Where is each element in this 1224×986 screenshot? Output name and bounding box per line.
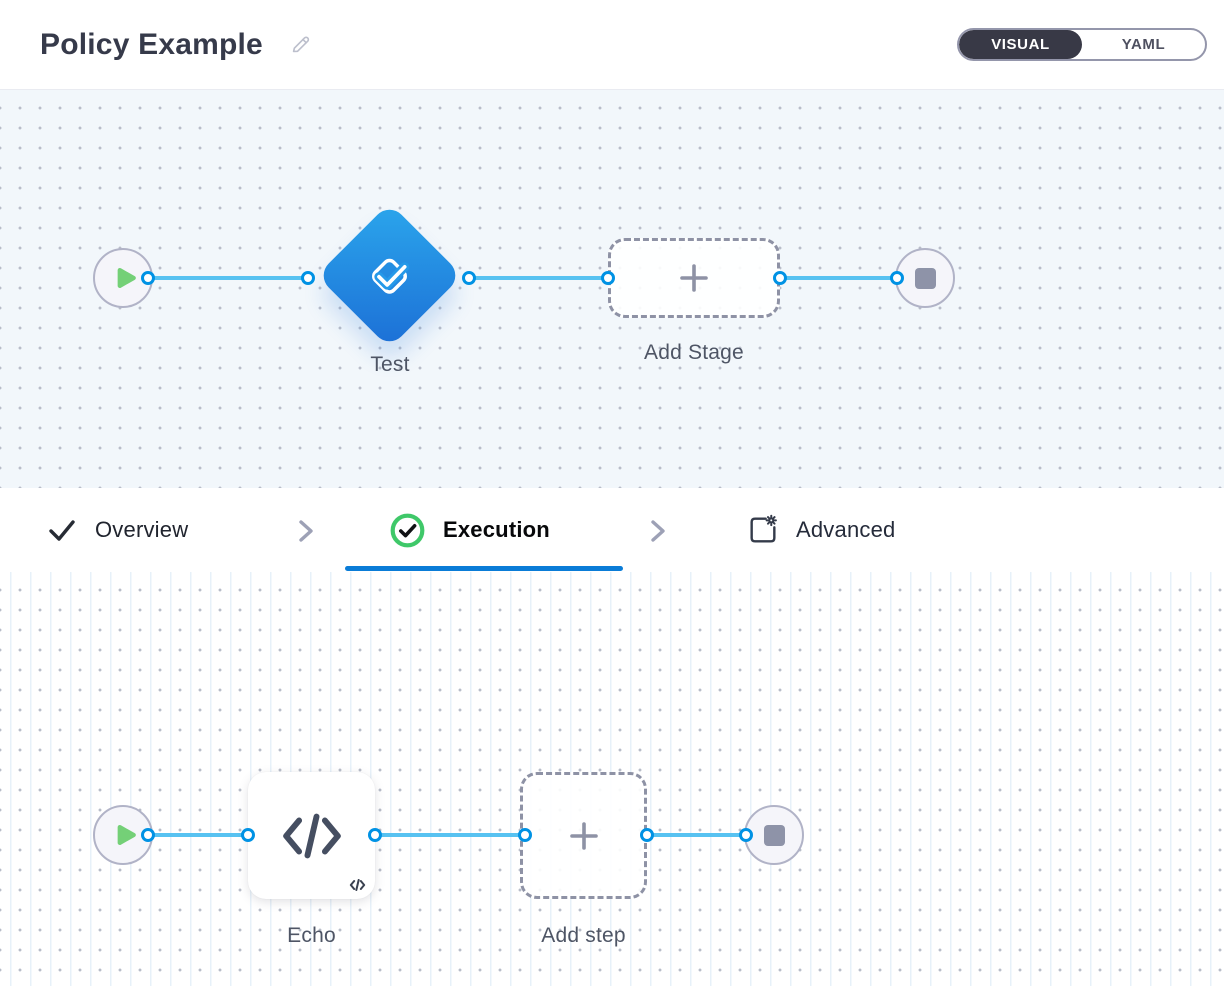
approval-check-icon	[362, 248, 418, 304]
page-gear-icon	[747, 514, 779, 546]
stage-label: Test	[370, 353, 410, 376]
add-stage-label: Add Stage	[644, 341, 744, 364]
plus-icon	[567, 819, 601, 853]
code-badge-icon	[349, 879, 366, 891]
stage-config-tabbar: Overview Execution	[0, 488, 1224, 572]
code-icon	[281, 812, 343, 860]
check-icon	[46, 514, 78, 546]
chevron-right-icon	[645, 517, 671, 545]
flow-line	[148, 276, 308, 280]
stage-canvas[interactable]: Test Add Stage	[0, 90, 1224, 488]
header: Policy Example VISUAL YAML	[0, 0, 1224, 90]
add-step-button[interactable]	[520, 772, 647, 899]
step-label: Echo	[287, 924, 336, 947]
connector-port[interactable]	[462, 271, 476, 285]
tab-execution[interactable]: Execution	[389, 488, 550, 572]
pencil-icon	[289, 33, 312, 56]
connector-port[interactable]	[301, 271, 315, 285]
connector-port[interactable]	[241, 828, 255, 842]
stop-icon	[763, 824, 785, 846]
connector-port[interactable]	[773, 271, 787, 285]
connector-port[interactable]	[141, 271, 155, 285]
flow-line	[647, 833, 746, 837]
step-node-echo[interactable]	[248, 772, 375, 899]
connector-port[interactable]	[739, 828, 753, 842]
flow-line	[148, 833, 248, 837]
tab-overview-label: Overview	[95, 517, 189, 542]
view-mode-toggle: VISUAL YAML	[957, 28, 1207, 61]
stop-icon	[914, 267, 936, 289]
flow-line	[780, 276, 897, 280]
connector-port[interactable]	[890, 271, 904, 285]
play-icon	[112, 822, 138, 848]
edit-title-button[interactable]	[289, 33, 312, 56]
connector-port[interactable]	[640, 828, 654, 842]
toggle-yaml[interactable]: YAML	[1121, 36, 1166, 53]
plus-icon	[677, 261, 711, 295]
add-stage-button[interactable]	[608, 238, 780, 318]
toggle-visual[interactable]: VISUAL	[959, 30, 1082, 59]
page-title: Policy Example	[40, 27, 263, 61]
play-icon	[112, 265, 138, 291]
tab-advanced-label: Advanced	[796, 517, 896, 542]
connector-port[interactable]	[368, 828, 382, 842]
add-step-label: Add step	[541, 924, 626, 947]
execution-end-node[interactable]	[744, 805, 804, 865]
connector-port[interactable]	[518, 828, 532, 842]
stage-node-test[interactable]	[316, 202, 463, 349]
tab-advanced[interactable]: Advanced	[747, 488, 895, 572]
pipeline-end-node[interactable]	[895, 248, 955, 308]
tab-execution-label: Execution	[443, 517, 550, 542]
flow-line	[469, 276, 608, 280]
chevron-right-icon	[293, 517, 319, 545]
active-tab-underline	[345, 566, 623, 571]
check-circle-icon	[389, 512, 426, 549]
connector-port[interactable]	[601, 271, 615, 285]
flow-line	[375, 833, 525, 837]
tab-overview[interactable]: Overview	[46, 488, 188, 572]
connector-port[interactable]	[141, 828, 155, 842]
execution-step-canvas[interactable]: Echo Add step	[0, 572, 1224, 986]
